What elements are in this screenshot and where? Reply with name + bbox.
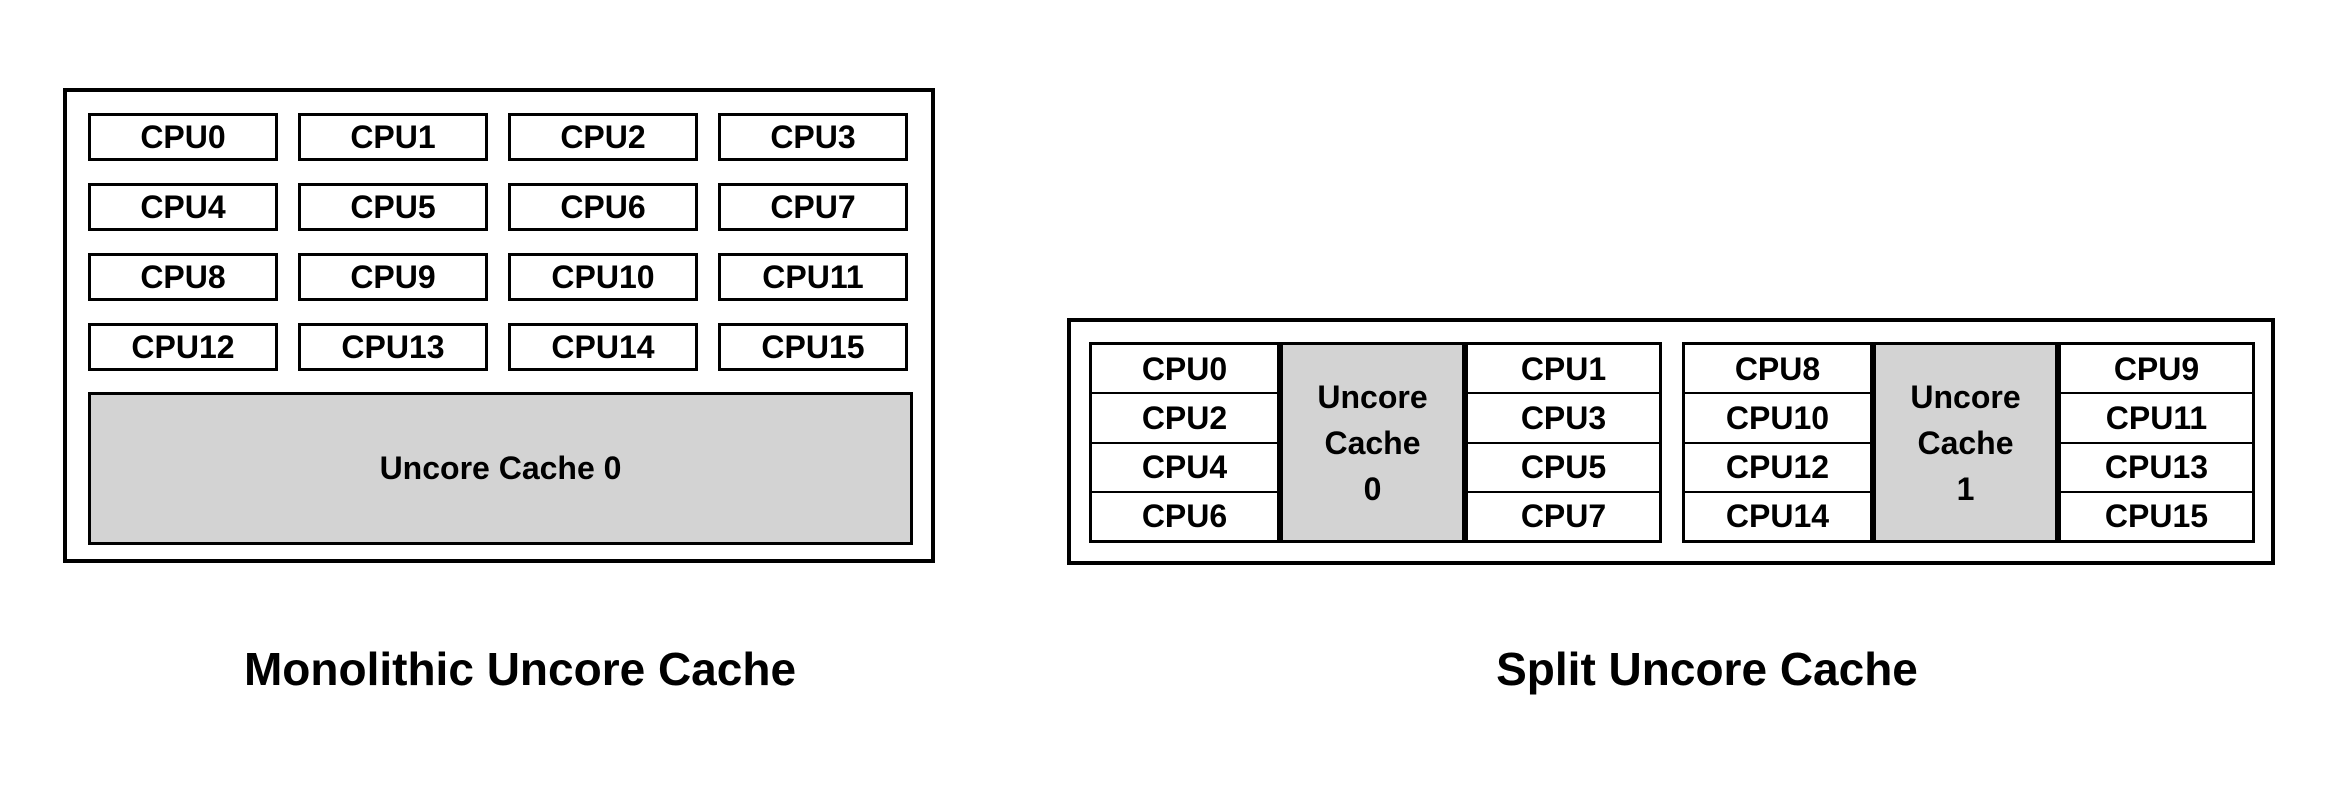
cpu-cell: CPU2 (1092, 394, 1277, 444)
cpu-box: CPU14 (508, 323, 698, 371)
split-uncore-diagram: CPU0 CPU2 CPU4 CPU6 Uncore Cache 0 CPU1 … (1067, 318, 2275, 565)
cache-label-line: 1 (1956, 470, 1975, 507)
cpu-box: CPU13 (298, 323, 488, 371)
cpu-cell: CPU5 (1468, 444, 1659, 493)
cpu-cell: CPU3 (1468, 394, 1659, 444)
cpu-cell: CPU6 (1141, 498, 1228, 535)
cpu-column-odd-0: CPU1 CPU3 CPU5 CPU7 (1465, 342, 1662, 543)
cpu-box: CPU7 (718, 183, 908, 231)
cpu-box: CPU1 (298, 113, 488, 161)
monolithic-cpu-grid: CPU0 CPU1 CPU2 CPU3 CPU4 CPU5 CPU6 CPU7 … (88, 113, 908, 371)
cpu-box: CPU11 (718, 253, 908, 301)
cpu-box: CPU15 (718, 323, 908, 371)
cpu-cell: CPU8 (1685, 345, 1870, 395)
cpu-box: CPU3 (718, 113, 908, 161)
cpu-cell: CPU10 (1685, 394, 1870, 444)
cache-label-line: Cache (1917, 424, 2014, 461)
cpu-cell: CPU12 (1685, 444, 1870, 493)
cpu-box: CPU5 (298, 183, 488, 231)
cache-label-line: 0 (1363, 470, 1382, 507)
cpu-cell: CPU0 (1092, 345, 1277, 395)
cache-label-line: Uncore (1317, 378, 1428, 415)
cpu-cell: CPU14 (1725, 498, 1830, 535)
split-group-1: CPU8 CPU10 CPU12 CPU14 Uncore Cache 1 CP… (1682, 342, 2255, 543)
uncore-cache-1-box: Uncore Cache 1 (1873, 342, 2058, 543)
cpu-box: CPU0 (88, 113, 278, 161)
cpu-box: CPU4 (88, 183, 278, 231)
cpu-box: CPU8 (88, 253, 278, 301)
caption-monolithic: Monolithic Uncore Cache (243, 643, 797, 695)
cpu-box: CPU9 (298, 253, 488, 301)
uncore-cache-0-box: Uncore Cache 0 (88, 392, 913, 545)
cpu-cell: CPU1 (1468, 345, 1659, 395)
uncore-cache-0-box: Uncore Cache 0 (1280, 342, 1465, 543)
cpu-cell: CPU13 (2061, 444, 2252, 493)
cpu-cell: CPU15 (2104, 498, 2209, 535)
cpu-cell: CPU7 (1520, 498, 1607, 535)
cpu-box: CPU12 (88, 323, 278, 371)
cpu-column-odd-1: CPU9 CPU11 CPU13 CPU15 (2058, 342, 2255, 543)
cache-label-line: Cache (1324, 424, 1421, 461)
cpu-cell: CPU9 (2061, 345, 2252, 395)
monolithic-uncore-diagram: CPU0 CPU1 CPU2 CPU3 CPU4 CPU5 CPU6 CPU7 … (63, 88, 935, 563)
cpu-box: CPU2 (508, 113, 698, 161)
caption-split: Split Uncore Cache (1496, 643, 1918, 695)
cpu-cell: CPU4 (1092, 444, 1277, 493)
cpu-box: CPU10 (508, 253, 698, 301)
cpu-column-even-0: CPU0 CPU2 CPU4 CPU6 (1089, 342, 1280, 543)
cpu-cell: CPU11 (2061, 394, 2252, 444)
cache-label-line: Uncore (1910, 378, 2021, 415)
cpu-box: CPU6 (508, 183, 698, 231)
cpu-column-even-1: CPU8 CPU10 CPU12 CPU14 (1682, 342, 1873, 543)
split-group-0: CPU0 CPU2 CPU4 CPU6 Uncore Cache 0 CPU1 … (1089, 342, 1662, 543)
